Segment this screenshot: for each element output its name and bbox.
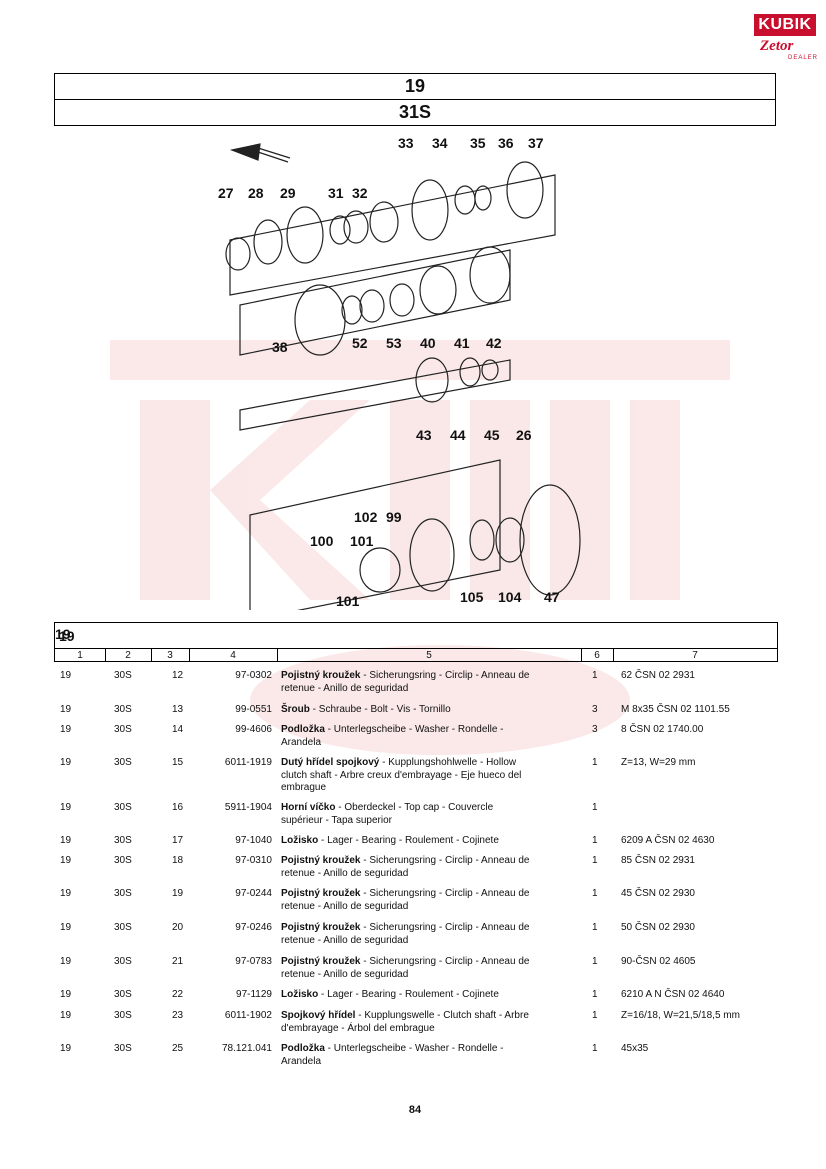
label-42: 42	[486, 335, 502, 351]
exploded-gear-diagram: 33 34 35 36 37 27 28 29 31 32 38 52 53 4…	[218, 135, 581, 610]
table-group-right: 19	[55, 626, 71, 642]
label-105: 105	[460, 589, 484, 605]
col-header-7: 7	[692, 650, 698, 661]
logo-dealer: DEALER	[788, 55, 819, 61]
col-header-5: 5	[277, 649, 582, 662]
label-40: 40	[420, 335, 436, 351]
col-header-3: 3	[151, 649, 190, 662]
label-102: 102	[354, 509, 378, 525]
direction-arrow-icon	[229, 143, 261, 161]
label-101-top: 101	[350, 533, 374, 549]
label-53: 53	[386, 335, 402, 351]
label-104: 104	[498, 589, 522, 605]
label-33: 33	[398, 135, 414, 151]
col-header-4: 4	[189, 649, 278, 662]
page-number: 84	[408, 1104, 422, 1116]
label-45: 45	[484, 427, 500, 443]
subgroup-number: 31S	[398, 102, 432, 122]
label-47: 47	[544, 589, 560, 605]
logo-brand: KUBIK	[754, 14, 816, 36]
label-52: 52	[352, 335, 368, 351]
label-100: 100	[310, 533, 334, 549]
kubik-zetor-logo: KUBIK Zetor DEALER	[754, 14, 819, 62]
label-38: 38	[272, 339, 288, 355]
label-41: 41	[454, 335, 470, 351]
col-header-1: 1	[55, 649, 106, 662]
label-37: 37	[528, 135, 544, 151]
section-header: 19 31S	[54, 73, 776, 126]
label-44: 44	[450, 427, 466, 443]
label-27: 27	[218, 185, 234, 201]
col-header-6: 6	[581, 649, 614, 662]
logo-sub: Zetor	[760, 38, 794, 54]
label-36: 36	[498, 135, 514, 151]
label-43: 43	[416, 427, 432, 443]
label-28: 28	[248, 185, 264, 201]
label-99: 99	[386, 509, 402, 525]
group-number: 19	[55, 74, 775, 100]
label-32: 32	[352, 185, 368, 201]
col-header-2: 2	[105, 649, 152, 662]
label-26: 26	[516, 427, 532, 443]
table-group-left: 19	[59, 628, 75, 644]
label-34: 34	[432, 135, 448, 151]
label-29: 29	[280, 185, 296, 201]
label-35: 35	[470, 135, 486, 151]
label-31: 31	[328, 185, 344, 201]
parts-table-header: 19 19 1 2 3 4 5 6 7	[54, 622, 778, 662]
label-101-bottom: 101	[336, 593, 360, 609]
